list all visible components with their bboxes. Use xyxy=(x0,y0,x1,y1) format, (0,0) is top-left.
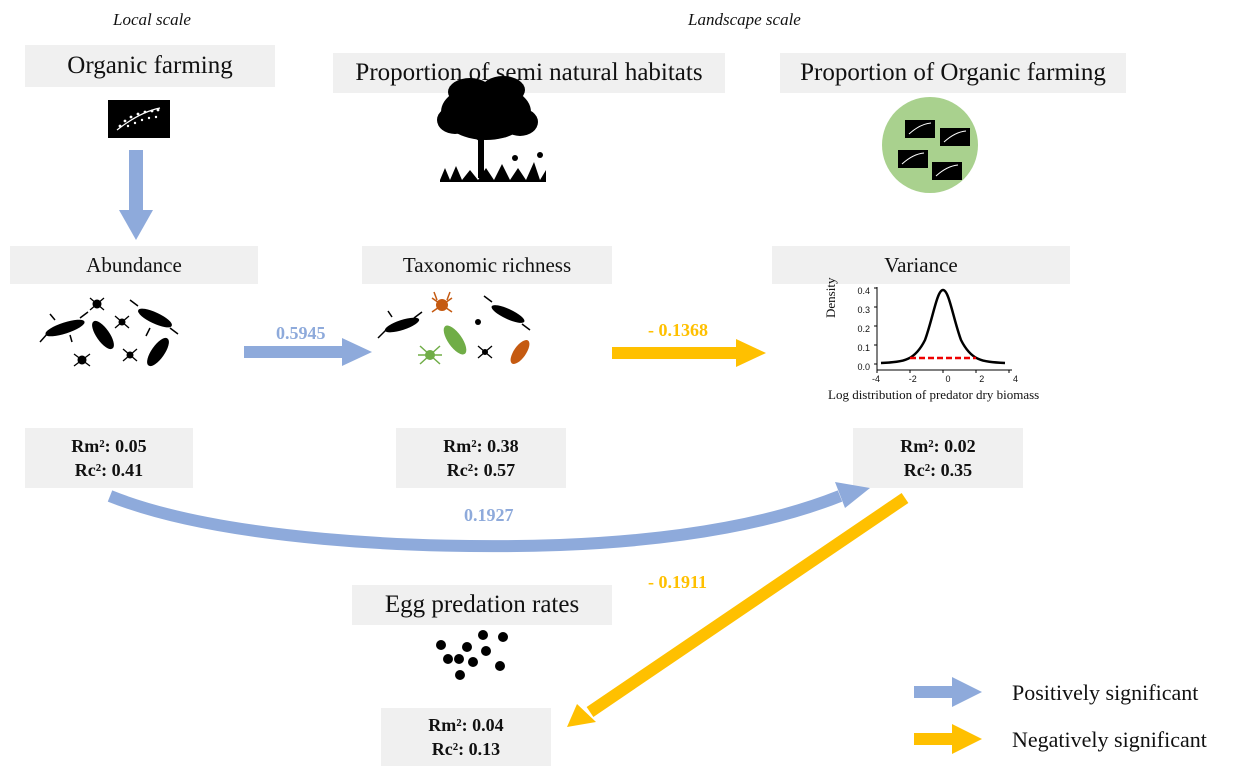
semi-natural-label: Proportion of semi natural habitats xyxy=(355,59,703,86)
coef-abundance-variance: 0.1927 xyxy=(464,505,514,525)
legend-positive-arrow xyxy=(914,677,982,707)
density-xticks: -4 -2 0 2 4 xyxy=(872,374,1018,384)
ytick: 0.0 xyxy=(857,362,870,372)
ytick: 0.2 xyxy=(857,324,870,334)
organic-farming-header: Organic farming xyxy=(25,45,275,87)
legend-positive-label: Positively significant xyxy=(1012,680,1199,705)
arrow-organic-to-abundance xyxy=(119,150,153,240)
legend-negative-arrow xyxy=(914,724,982,754)
xtick: 0 xyxy=(945,374,951,384)
variance-stats: Rm²: 0.02 Rc²: 0.35 xyxy=(853,428,1023,488)
abundance-rc: Rc²: 0.41 xyxy=(74,460,144,480)
organic-landscape-icon xyxy=(882,97,978,193)
density-xlabel: Log distribution of predator dry biomass xyxy=(828,387,1040,402)
egg-rm: Rm²: 0.04 xyxy=(428,715,504,735)
ytick: 0.3 xyxy=(857,305,870,315)
egg-stats: Rm²: 0.04 Rc²: 0.13 xyxy=(381,708,551,766)
semi-natural-header: Proportion of semi natural habitats xyxy=(333,53,725,93)
richness-node: Taxonomic richness xyxy=(362,246,612,284)
ytick: 0.4 xyxy=(857,286,870,296)
egg-rc: Rc²: 0.13 xyxy=(431,739,501,759)
organic-farming-label: Organic farming xyxy=(67,52,233,79)
prop-organic-label: Proportion of Organic farming xyxy=(800,59,1106,86)
abundance-node: Abundance xyxy=(10,246,258,284)
egg-dots-icon xyxy=(436,630,508,680)
arrow-abundance-to-richness xyxy=(244,338,372,366)
richness-rc: Rc²: 0.57 xyxy=(446,460,516,480)
arrow-abundance-to-variance xyxy=(107,482,870,553)
predator-diversity-icon xyxy=(377,291,531,365)
legend-negative-label: Negatively significant xyxy=(1012,727,1207,752)
abundance-rm: Rm²: 0.05 xyxy=(71,436,147,456)
variance-rm: Rm²: 0.02 xyxy=(900,436,976,456)
variance-node: Variance xyxy=(772,246,1070,284)
predator-arthropods-icon xyxy=(39,297,179,367)
prop-organic-header: Proportion of Organic farming xyxy=(780,53,1126,93)
abundance-stats: Rm²: 0.05 Rc²: 0.41 xyxy=(25,428,193,488)
xtick: -2 xyxy=(908,374,917,384)
abundance-title: Abundance xyxy=(86,252,182,277)
density-yticks: 0.4 0.3 0.2 0.1 0.0 xyxy=(854,282,870,377)
xtick: -4 xyxy=(872,374,881,384)
variance-rc: Rc²: 0.35 xyxy=(903,460,973,480)
richness-title: Taxonomic richness xyxy=(402,252,572,277)
arrow-variance-to-egg xyxy=(567,493,909,727)
ytick: 0.1 xyxy=(857,343,870,353)
landscape-scale-label: Landscape scale xyxy=(688,10,801,29)
coef-richness-variance: - 0.1368 xyxy=(648,320,708,340)
arrow-richness-to-variance xyxy=(612,339,766,367)
density-plot xyxy=(874,287,1012,373)
coef-variance-egg: - 0.1911 xyxy=(648,572,708,592)
coef-abundance-richness: 0.5945 xyxy=(276,323,326,343)
richness-stats: Rm²: 0.38 Rc²: 0.57 xyxy=(396,428,566,488)
richness-rm: Rm²: 0.38 xyxy=(443,436,519,456)
egg-predation-title: Egg predation rates xyxy=(384,591,580,618)
xtick: 2 xyxy=(979,374,985,384)
xtick: 4 xyxy=(1012,374,1018,384)
variance-title: Variance xyxy=(884,252,958,277)
local-scale-label: Local scale xyxy=(113,10,191,29)
tree-icon xyxy=(437,76,546,182)
egg-predation-node: Egg predation rates xyxy=(352,585,612,625)
eu-organic-logo-icon xyxy=(108,100,170,138)
